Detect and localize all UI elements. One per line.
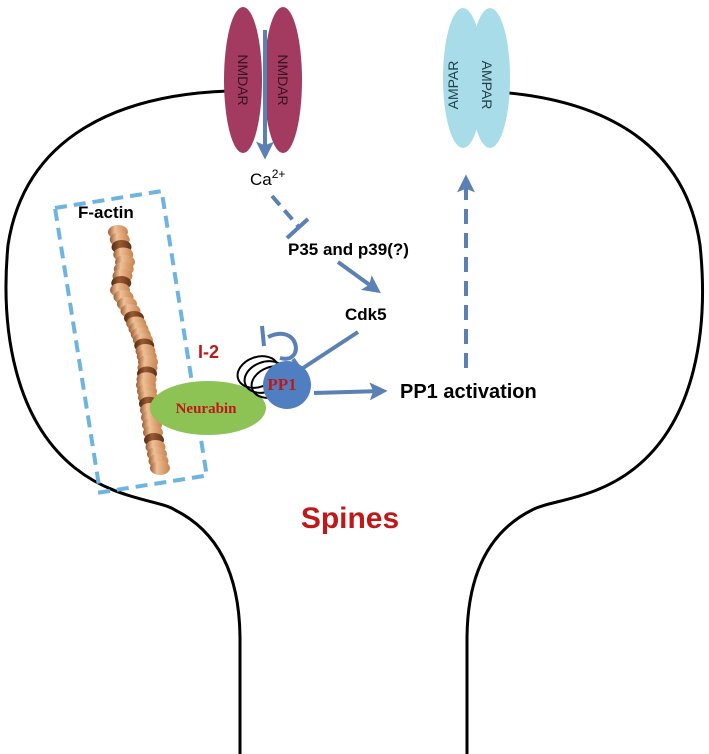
ampar-right-label: AMPAR — [479, 61, 495, 110]
nmdar-subunit-right — [264, 7, 302, 153]
inhibition-bar-p35 — [285, 217, 310, 240]
p35-p39-label: P35 and p39(?) — [288, 240, 409, 259]
spines-label: Spines — [301, 502, 399, 535]
calcium-label-base: Ca — [250, 170, 272, 189]
ampar-receptor: AMPAR AMPAR — [443, 8, 510, 148]
neurabin-protein — [150, 381, 266, 435]
actin-bead — [150, 461, 170, 475]
i2-inhibition-bracket — [267, 331, 298, 361]
ampar-subunit-right — [470, 8, 510, 148]
cdk5-label: Cdk5 — [345, 305, 387, 324]
calcium-label-sup: 2+ — [272, 167, 286, 181]
nmdar-receptor: NMDAR NMDAR — [224, 7, 302, 153]
pp1-activation-label: PP1 activation — [400, 381, 537, 403]
pp1-protein — [263, 361, 311, 409]
inhibition-cdk5-to-pp1 — [298, 330, 360, 372]
f-actin-dashed-box — [52, 188, 210, 495]
nmdar-subunit-left — [224, 7, 262, 153]
arrow-p35-to-cdk5 — [336, 260, 381, 294]
i2-inhibition-bar — [260, 325, 266, 347]
i2-label: I-2 — [198, 342, 219, 362]
ampar-left-label: AMPAR — [445, 61, 461, 110]
f-actin-label: F-actin — [78, 203, 134, 222]
nmdar-right-label: NMDAR — [275, 54, 291, 105]
spine-membrane — [4, 89, 704, 754]
nmdar-left-label: NMDAR — [235, 54, 251, 105]
f-actin-filament — [108, 225, 170, 475]
neurabin-label: Neurabin — [176, 401, 238, 417]
calcium-label: Ca2+ — [250, 167, 285, 189]
inhibition-calcium-to-p35 — [270, 194, 300, 228]
pp1-label: PP1 — [267, 375, 296, 394]
arrow-pp1-to-activation — [313, 382, 388, 401]
